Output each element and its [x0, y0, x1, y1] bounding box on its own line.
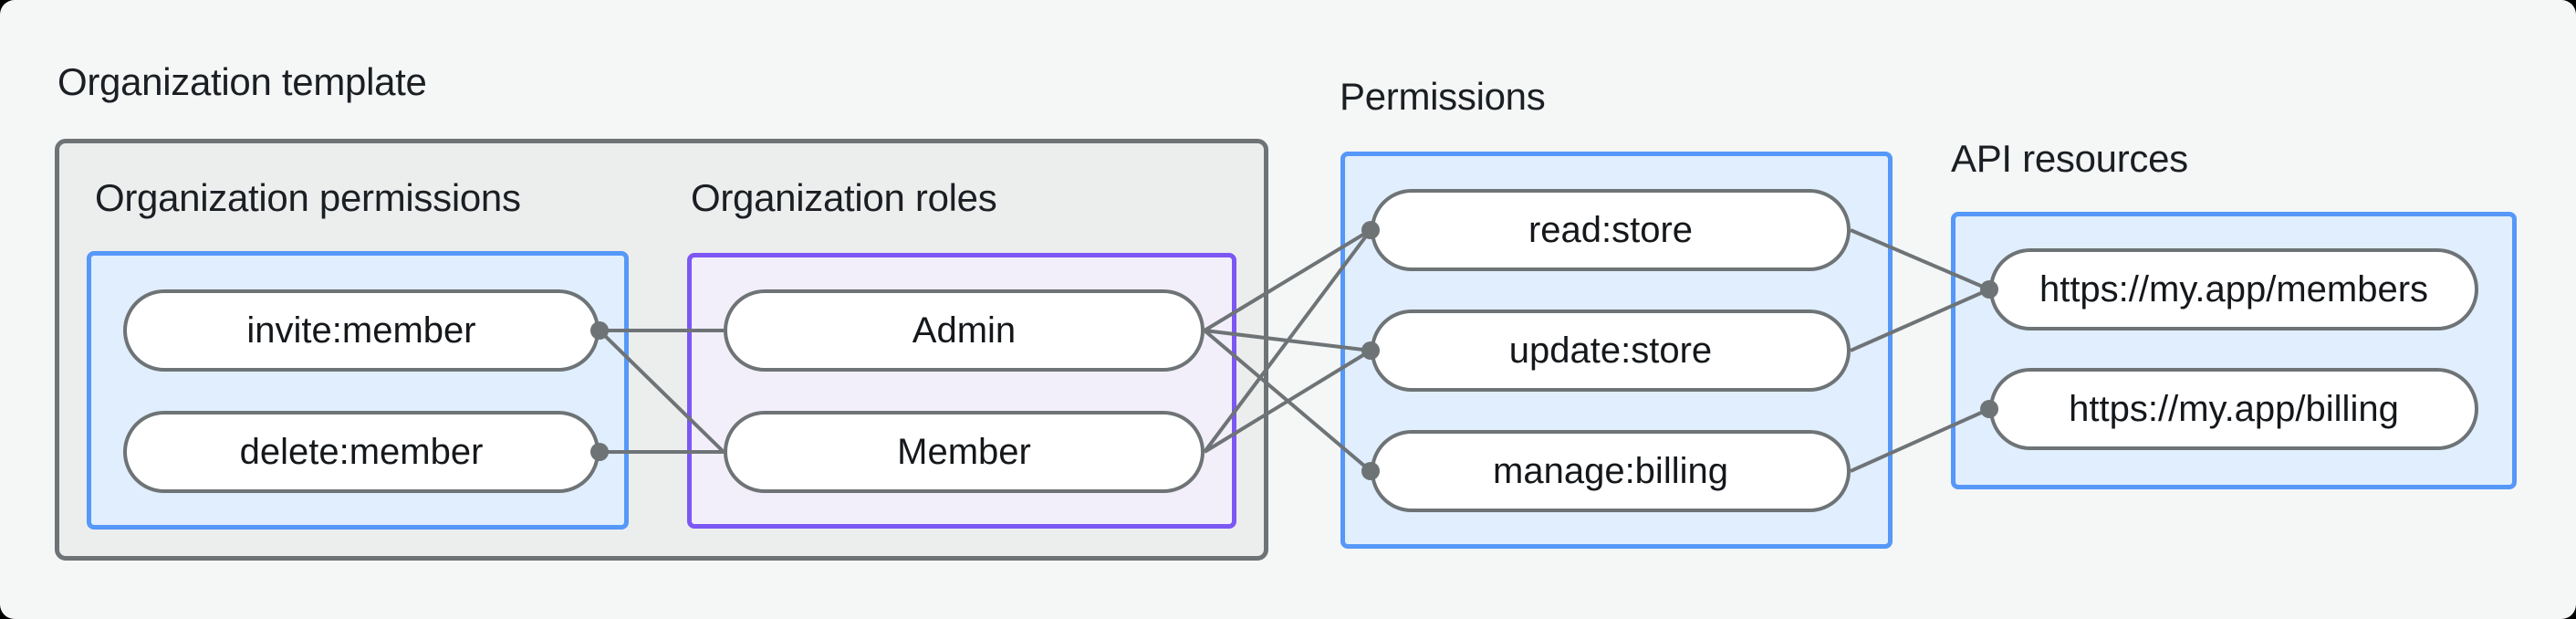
node-member: Member — [724, 411, 1205, 493]
node-admin: Admin — [724, 289, 1205, 372]
api-resources-box: https://my.app/members https://my.app/bi… — [1951, 212, 2517, 489]
node-invite-member: invite:member — [123, 289, 600, 372]
org-template-title: Organization template — [57, 60, 427, 103]
org-roles-box: Admin Member — [687, 253, 1236, 529]
org-template-box: Organization permissions Organization ro… — [55, 139, 1268, 561]
node-update-store: update:store — [1371, 310, 1851, 392]
node-billing-url: https://my.app/billing — [1989, 368, 2478, 450]
permissions-label: Permissions — [1340, 75, 1546, 118]
permissions-box: read:store update:store manage:billing — [1340, 152, 1893, 549]
node-delete-member: delete:member — [123, 411, 600, 493]
org-permissions-box: invite:member delete:member — [87, 251, 629, 530]
org-permissions-label: Organization permissions — [95, 176, 521, 219]
node-manage-billing: manage:billing — [1371, 430, 1851, 512]
api-resources-label: API resources — [1951, 137, 2188, 180]
node-read-store: read:store — [1371, 189, 1851, 271]
node-members-url: https://my.app/members — [1989, 248, 2478, 330]
org-roles-label: Organization roles — [691, 176, 997, 219]
